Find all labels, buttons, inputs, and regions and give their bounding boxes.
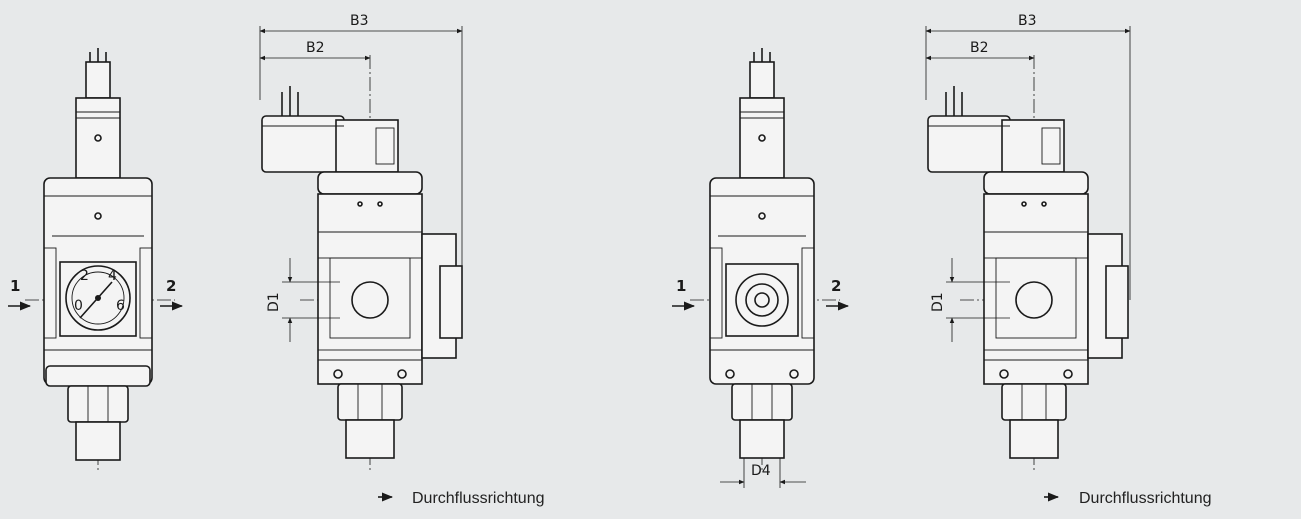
caption-text: Durchflussrichtung: [1079, 490, 1212, 507]
view-front-port: D4 1 2: [672, 48, 850, 488]
dimension-d1-label: D1: [930, 292, 946, 312]
solenoid-coil: [927, 86, 1065, 173]
dimension-b3-label: B3: [1018, 13, 1037, 29]
port-label-in: 1: [676, 277, 686, 295]
gauge-tick-label: 0: [74, 298, 83, 314]
connector-plug: [75, 48, 121, 179]
view-side-solenoid-2: B3 B2 D1: [925, 13, 1131, 470]
caption-text: Durchflussrichtung: [412, 490, 545, 507]
port-label-out: 2: [166, 277, 176, 295]
dimension-d1-label: D1: [266, 292, 282, 312]
view-front-gauge: 0 2 4 6 1 2: [8, 48, 184, 470]
dimension-b3-label: B3: [350, 13, 369, 29]
port-label-out: 2: [831, 277, 841, 295]
dimension-d4-label: D4: [751, 463, 771, 479]
dimension-b2-label: B2: [306, 40, 325, 56]
port-label-in: 1: [10, 277, 20, 295]
solenoid-coil: [261, 86, 399, 173]
caption-right: Durchflussrichtung: [1044, 490, 1212, 507]
view-side-solenoid: B3 B2: [259, 13, 463, 470]
gauge-tick-label: 2: [80, 268, 89, 284]
caption-left: Durchflussrichtung: [378, 490, 545, 507]
dimension-b2-label: B2: [970, 40, 989, 56]
gauge-tick-label: 4: [108, 268, 117, 284]
connector-plug: [739, 48, 785, 179]
pressure-gauge: 0 2 4 6: [59, 261, 137, 337]
gauge-tick-label: 6: [116, 298, 125, 314]
